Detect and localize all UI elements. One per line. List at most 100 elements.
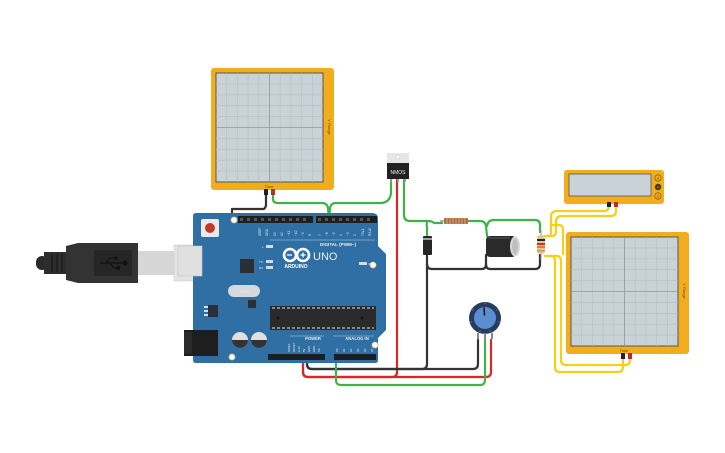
reset-button[interactable] (201, 219, 219, 237)
probe-red[interactable] (614, 202, 618, 207)
voltage-regulator (204, 305, 218, 317)
wire-black-pot[interactable] (305, 338, 480, 371)
wire-black-ground-loop[interactable] (425, 253, 488, 271)
analog-header[interactable] (334, 354, 376, 360)
svg-text:GND: GND (307, 346, 311, 352)
usb-cable[interactable] (36, 243, 201, 283)
probe-black[interactable] (607, 202, 611, 207)
wire-black-ground-loop-2[interactable] (484, 253, 542, 271)
wire-green-mosfet-inductor[interactable] (402, 178, 444, 225)
svg-text:Vin: Vin (317, 348, 321, 352)
oscilloscope-right-vrange-label: V Range (682, 283, 687, 299)
digital-pin-labels: AREF GND 13 12 ~11 ~10 ~9 8 7 ~6 ~5 4 ~3… (258, 227, 372, 236)
wire-green-pin6-mosfet[interactable] (327, 178, 393, 222)
arduino-logo (282, 247, 311, 263)
mounting-hole (228, 353, 236, 361)
multimeter[interactable]: A V Ω (564, 170, 664, 207)
multimeter-mode-selector[interactable]: A V Ω (654, 174, 662, 200)
led-on (359, 262, 367, 265)
svg-text:8: 8 (308, 234, 312, 236)
svg-text:~10: ~10 (294, 230, 298, 236)
power-header[interactable] (268, 354, 325, 360)
usb-controller-chip (240, 259, 254, 273)
svg-text:A3: A3 (356, 348, 360, 352)
multimeter-display (568, 173, 652, 197)
wire-green-diode[interactable] (425, 219, 430, 237)
led-tx-label: TX (259, 260, 263, 264)
power-pin-labels: IOREF RESET 3.3V 5V GND GND Vin (287, 342, 321, 352)
usb-icon (100, 256, 128, 270)
resistor[interactable] (537, 230, 545, 260)
svg-text:A2: A2 (349, 348, 353, 352)
atmega-microcontroller (270, 306, 376, 330)
board-capacitor (251, 332, 267, 348)
led-rx-label: RX (259, 266, 263, 270)
mode-v[interactable]: V (657, 185, 660, 189)
arduino-model-text: UNO (313, 251, 338, 263)
svg-text:4: 4 (339, 234, 343, 236)
svg-text:~6: ~6 (325, 232, 329, 236)
mosfet-label: NMOS (391, 170, 407, 176)
svg-text:TX▸1: TX▸1 (361, 228, 365, 236)
led-tx (266, 260, 273, 263)
svg-text:A0: A0 (335, 348, 339, 352)
svg-text:RX◂0: RX◂0 (368, 228, 372, 236)
oscilloscope-top-time-label: Time (265, 184, 275, 189)
oscilloscope-top-vrange-label: V Range (327, 119, 332, 135)
analog-pin-labels: A0 A1 A2 A3 A4 A5 (335, 348, 374, 352)
oscilloscope-right[interactable]: Time V Range (566, 232, 689, 359)
probe-black[interactable] (621, 353, 625, 359)
crystal-label: 16.000 (239, 290, 249, 294)
wire-yellow-1[interactable] (543, 201, 611, 238)
wire-green-scope-pin6[interactable] (271, 188, 331, 222)
wires (230, 178, 632, 387)
svg-text:7: 7 (318, 234, 322, 236)
led-on-label: ON (368, 262, 373, 266)
svg-text:2: 2 (353, 234, 357, 236)
probe-red[interactable] (271, 189, 275, 195)
mode-a[interactable]: A (657, 176, 660, 180)
svg-text:~9: ~9 (301, 232, 305, 236)
analog-label: ANALOG IN (345, 336, 369, 341)
probe-black[interactable] (264, 189, 268, 195)
wire-yellow-4[interactable] (543, 254, 632, 367)
electrolytic-capacitor[interactable] (486, 236, 520, 257)
led-l (266, 245, 273, 248)
nmos-transistor[interactable]: NMOS (387, 153, 409, 182)
wire-black-scope-gnd[interactable] (230, 188, 268, 222)
arduino-uno-board[interactable]: AREF GND 13 12 ~11 ~10 ~9 8 7 ~6 ~5 4 ~3… (177, 213, 386, 363)
mounting-hole (369, 261, 377, 269)
probe-red[interactable] (628, 353, 632, 359)
wire-green-inductor-cap[interactable] (466, 219, 489, 238)
led-rx (266, 266, 273, 269)
digital-label: DIGITAL (PWM~) (320, 242, 357, 247)
oscilloscope-top[interactable]: Time V Range (211, 68, 334, 195)
mounting-hole (371, 341, 379, 349)
mode-ohm[interactable]: Ω (657, 194, 660, 198)
led-l-label: L (262, 245, 264, 249)
wire-yellow-3[interactable] (543, 254, 625, 374)
wire-yellow-5[interactable] (549, 223, 565, 256)
diode[interactable] (423, 236, 432, 255)
digital-header[interactable] (238, 216, 377, 223)
power-label: POWER (305, 336, 321, 341)
wire-red-pot[interactable] (301, 338, 493, 379)
inductor[interactable] (440, 218, 470, 224)
potentiometer-knob-indicator (483, 307, 486, 316)
svg-text:12: 12 (280, 232, 284, 236)
svg-text:GND: GND (265, 228, 269, 236)
svg-text:~5: ~5 (332, 232, 336, 236)
svg-text:GND: GND (312, 346, 316, 352)
svg-text:~11: ~11 (287, 231, 291, 236)
wire-green-cap-res[interactable] (485, 218, 542, 234)
svg-text:A1: A1 (342, 348, 346, 352)
svg-text:~3: ~3 (346, 232, 350, 236)
crystal-oscillator (228, 285, 260, 297)
board-capacitor (232, 332, 248, 348)
potentiometer[interactable] (469, 302, 501, 339)
mounting-hole (230, 216, 238, 224)
wire-yellow-2[interactable] (543, 201, 618, 238)
wire-green-a0-pot[interactable] (334, 338, 487, 387)
svg-text:A5: A5 (370, 348, 374, 352)
